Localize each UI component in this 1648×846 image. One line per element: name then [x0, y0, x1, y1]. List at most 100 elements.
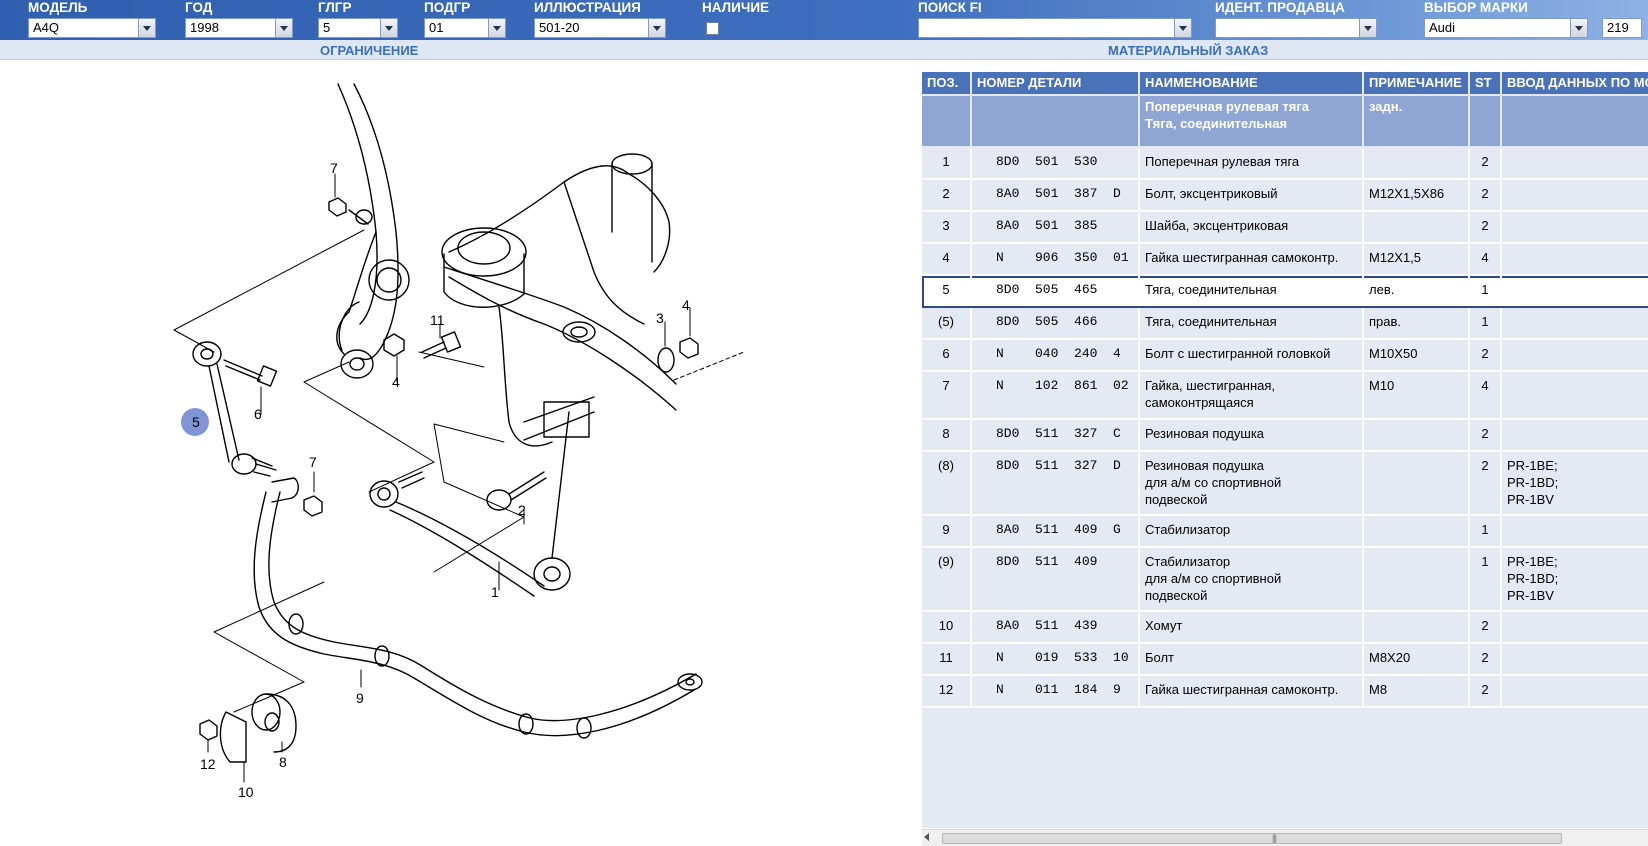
extra-field[interactable]: 219: [1602, 18, 1642, 38]
chevron-down-icon[interactable]: [1174, 19, 1191, 37]
chevron-down-icon[interactable]: [488, 19, 505, 37]
cell-note: [1364, 148, 1470, 178]
illustration-value: 501-20: [539, 20, 580, 35]
cell-part-number: 8D0 511 327 C: [972, 420, 1140, 450]
cell-position: 3: [922, 212, 972, 242]
illustration-select[interactable]: 501-20: [534, 18, 666, 38]
chevron-down-icon[interactable]: [275, 19, 292, 37]
cell-name: Резиновая подушка: [1140, 420, 1364, 450]
cell-quantity: 2: [1470, 452, 1502, 514]
availability-label: НАЛИЧИЕ: [702, 0, 770, 15]
model-select[interactable]: A4Q: [28, 18, 156, 38]
cell-data-entry: [1502, 212, 1648, 242]
cell-position: 9: [922, 516, 972, 546]
cell-note: M8: [1364, 676, 1470, 706]
horizontal-scrollbar[interactable]: |||: [922, 829, 1648, 846]
restriction-title: ОГРАНИЧЕНИЕ: [320, 43, 419, 58]
callout-label: 10: [238, 784, 254, 800]
callout-label: 7: [330, 160, 338, 176]
cell-position: 8: [922, 420, 972, 450]
column-header-part-number[interactable]: НОМЕР ДЕТАЛИ: [972, 72, 1140, 94]
cell-note: лев.: [1364, 276, 1470, 306]
callout-label: 8: [279, 754, 287, 770]
brand-select[interactable]: Audi: [1424, 18, 1588, 38]
sub-group-select[interactable]: 01: [424, 18, 506, 38]
cell-quantity: 2: [1470, 212, 1502, 242]
callout-label: 4: [682, 297, 690, 313]
callout-label: 3: [656, 310, 664, 326]
cell-position: (8): [922, 452, 972, 514]
scroll-left-icon[interactable]: [924, 833, 929, 841]
chevron-down-icon[interactable]: [380, 19, 397, 37]
column-header-note[interactable]: ПРИМЕЧАНИЕ: [1364, 72, 1470, 94]
cell-part-number: 8A0 501 387 D: [972, 180, 1140, 210]
main-group-value: 5: [323, 20, 331, 35]
cell-name: Гайка шестигранная самоконтр.: [1140, 244, 1364, 274]
cell-data-entry: [1502, 276, 1648, 306]
cell-quantity: 1: [1470, 308, 1502, 338]
group-note: задн.: [1364, 96, 1470, 146]
cell-part-number: N 019 533 10: [972, 644, 1140, 674]
column-header-name[interactable]: НАИМЕНОВАНИЕ: [1140, 72, 1364, 94]
chevron-down-icon[interactable]: [1359, 19, 1376, 37]
chevron-down-icon[interactable]: [1570, 19, 1587, 37]
cell-position: 4: [922, 244, 972, 274]
cell-position: (9): [922, 548, 972, 610]
callout-label: 11: [430, 312, 445, 328]
year-select[interactable]: 1998: [185, 18, 293, 38]
cell-note: M8X20: [1364, 644, 1470, 674]
cell-note: [1364, 212, 1470, 242]
cell-data-entry: [1502, 372, 1648, 418]
cell-name: Шайба, эксцентриковая: [1140, 212, 1364, 242]
seller-id-select[interactable]: [1215, 18, 1377, 38]
model-value: A4Q: [33, 20, 60, 35]
cell-quantity: 2: [1470, 676, 1502, 706]
chevron-down-icon[interactable]: [648, 19, 665, 37]
cell-note: M12X1,5X86: [1364, 180, 1470, 210]
cell-position: 5: [922, 276, 972, 306]
cell-part-number: 8D0 505 465: [972, 276, 1140, 306]
model-label: МОДЕЛЬ: [28, 0, 88, 15]
cell-note: [1364, 612, 1470, 642]
column-header-data-entry[interactable]: ВВОД ДАННЫХ ПО МО: [1507, 75, 1648, 90]
cell-quantity: 1: [1470, 516, 1502, 546]
grip-icon: |||: [1272, 833, 1277, 843]
cell-name: Стабилизатор: [1140, 516, 1364, 546]
callout-badge[interactable]: [181, 408, 209, 436]
availability-checkbox[interactable]: [706, 22, 719, 35]
cell-note: M10: [1364, 372, 1470, 418]
callout-label: 4: [392, 374, 400, 390]
column-header-st[interactable]: ST: [1470, 72, 1502, 94]
group-name: Поперечная рулевая тяга Тяга, соединител…: [1140, 96, 1364, 146]
brand-value: Audi: [1429, 20, 1456, 35]
scrollbar-thumb[interactable]: [942, 833, 1562, 844]
search-fi-select[interactable]: [918, 18, 1192, 38]
cell-data-entry: PR-1BE; PR-1BD; PR-1BV: [1507, 458, 1559, 507]
cell-name: Болт, эксцентриковый: [1140, 180, 1364, 210]
cell-data-entry: [1502, 420, 1648, 450]
cell-position: 12: [922, 676, 972, 706]
cell-quantity: 2: [1470, 180, 1502, 210]
cell-data-entry: [1502, 148, 1648, 178]
main-group-select[interactable]: 5: [318, 18, 398, 38]
cell-part-number: 8D0 511 409: [972, 548, 1140, 610]
main-group-label: ГЛГР: [318, 0, 352, 15]
chevron-down-icon[interactable]: [138, 19, 155, 37]
column-header-pos[interactable]: ПОЗ.: [922, 72, 972, 94]
cell-note: [1364, 452, 1470, 514]
